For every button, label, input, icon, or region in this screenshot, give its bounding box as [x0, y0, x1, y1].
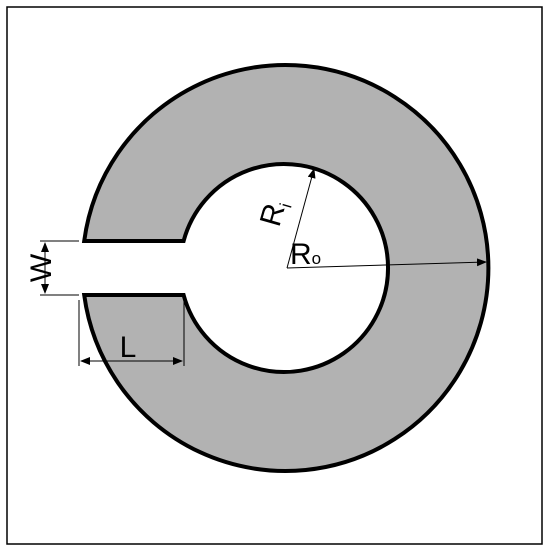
- inner-radius-arrow: [286, 168, 316, 269]
- slot-width-dimension: W: [25, 240, 79, 296]
- outer-radius-arrow: [286, 258, 487, 269]
- outer-radius-label: Ro: [290, 238, 321, 271]
- slot-width-label: W: [25, 253, 58, 282]
- outer-radius-dimension: Ro: [286, 238, 487, 271]
- inner-radius-dimension: Ri: [254, 168, 316, 269]
- slot-length-label: L: [120, 331, 137, 364]
- slot-length-dimension: L: [78, 300, 185, 366]
- split-ring-shape: [81, 63, 491, 473]
